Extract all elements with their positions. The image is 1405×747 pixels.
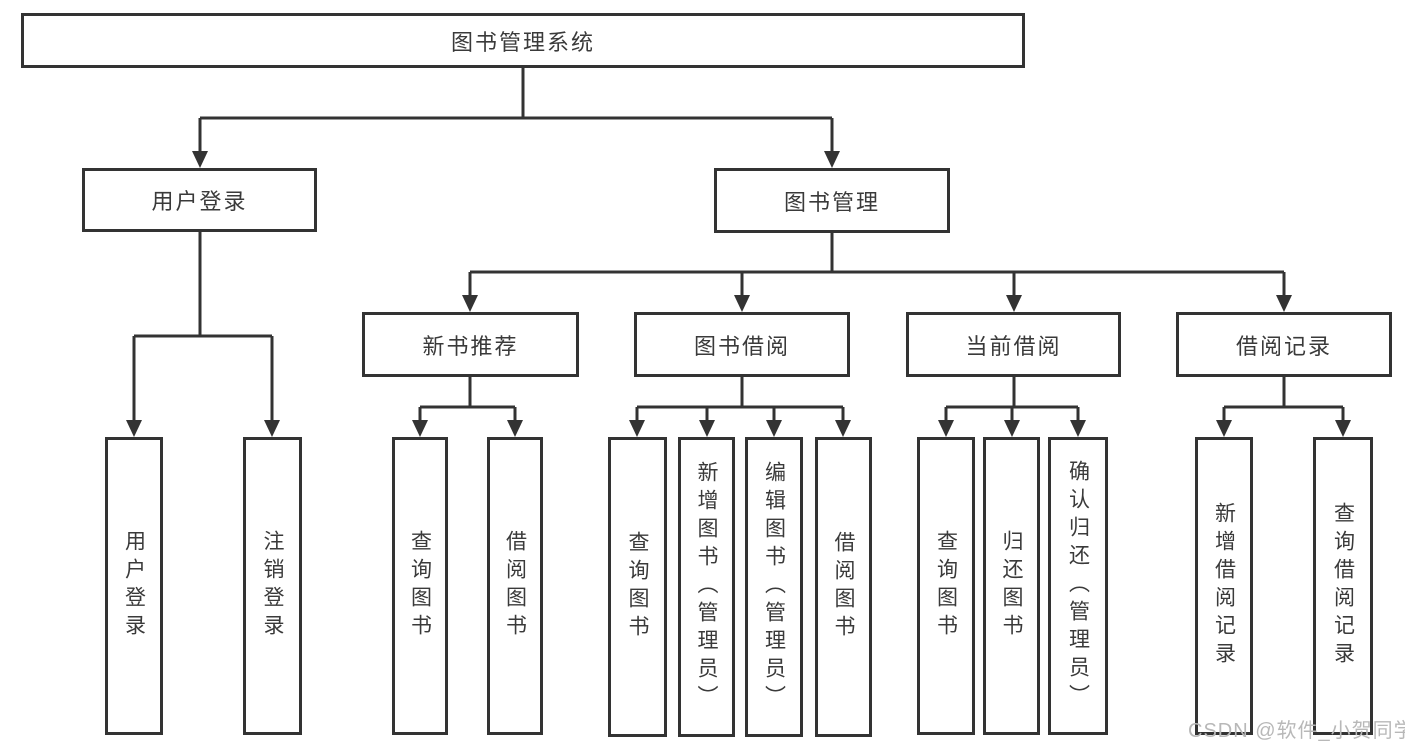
node-label: 查询图书 [626, 531, 649, 643]
node-label: 新书推荐 [422, 333, 519, 359]
leaf-query-books-borrow: 查询图书 [608, 437, 667, 737]
leaf-add-borrow-record: 新增借阅记录 [1195, 437, 1253, 735]
leaf-edit-book-admin: 编辑图书（管理员） [745, 437, 803, 737]
node-label: 新增图书（管理员） [695, 461, 718, 713]
node-book-borrowing: 图书借阅 [634, 312, 850, 377]
leaf-query-books-recommend: 查询图书 [392, 437, 448, 735]
leaf-confirm-return-admin: 确认归还（管理员） [1048, 437, 1108, 735]
node-current-borrowing: 当前借阅 [906, 312, 1121, 377]
leaf-add-book-admin: 新增图书（管理员） [678, 437, 735, 737]
watermark: CSDN @软件_小贺同学 [1188, 720, 1405, 742]
node-label: 用户登录 [122, 530, 146, 642]
leaf-return-book: 归还图书 [983, 437, 1040, 735]
node-label: 图书借阅 [693, 333, 790, 359]
node-label: 确认归还（管理员） [1066, 460, 1090, 712]
node-label: 查询图书 [934, 530, 958, 642]
leaf-logout: 注销登录 [243, 437, 302, 735]
node-label: 图书管理系统 [450, 29, 595, 55]
node-new-book-recommend: 新书推荐 [362, 312, 579, 377]
node-label: 查询图书 [408, 530, 432, 642]
node-borrowing-records: 借阅记录 [1176, 312, 1392, 377]
node-user-login-module: 用户登录 [82, 168, 317, 232]
node-label: 归还图书 [1000, 530, 1023, 642]
node-label: 当前借阅 [965, 333, 1062, 359]
leaf-query-books-current: 查询图书 [917, 437, 975, 735]
node-label: 借阅记录 [1235, 333, 1332, 359]
node-label: 注销登录 [261, 530, 284, 642]
node-label: 借阅图书 [832, 531, 855, 643]
leaf-query-borrow-record: 查询借阅记录 [1313, 437, 1373, 735]
leaf-user-login: 用户登录 [105, 437, 163, 735]
node-label: 借阅图书 [503, 530, 527, 642]
node-label: 查询借阅记录 [1331, 502, 1355, 670]
leaf-borrow-books-recommend: 借阅图书 [487, 437, 543, 735]
node-label: 新增借阅记录 [1212, 502, 1236, 670]
leaf-borrow-books: 借阅图书 [815, 437, 872, 737]
node-root-system: 图书管理系统 [21, 13, 1025, 68]
node-label: 图书管理 [783, 189, 880, 215]
node-book-management-module: 图书管理 [714, 168, 950, 233]
node-label: 编辑图书（管理员） [762, 461, 786, 713]
node-label: 用户登录 [151, 189, 248, 214]
